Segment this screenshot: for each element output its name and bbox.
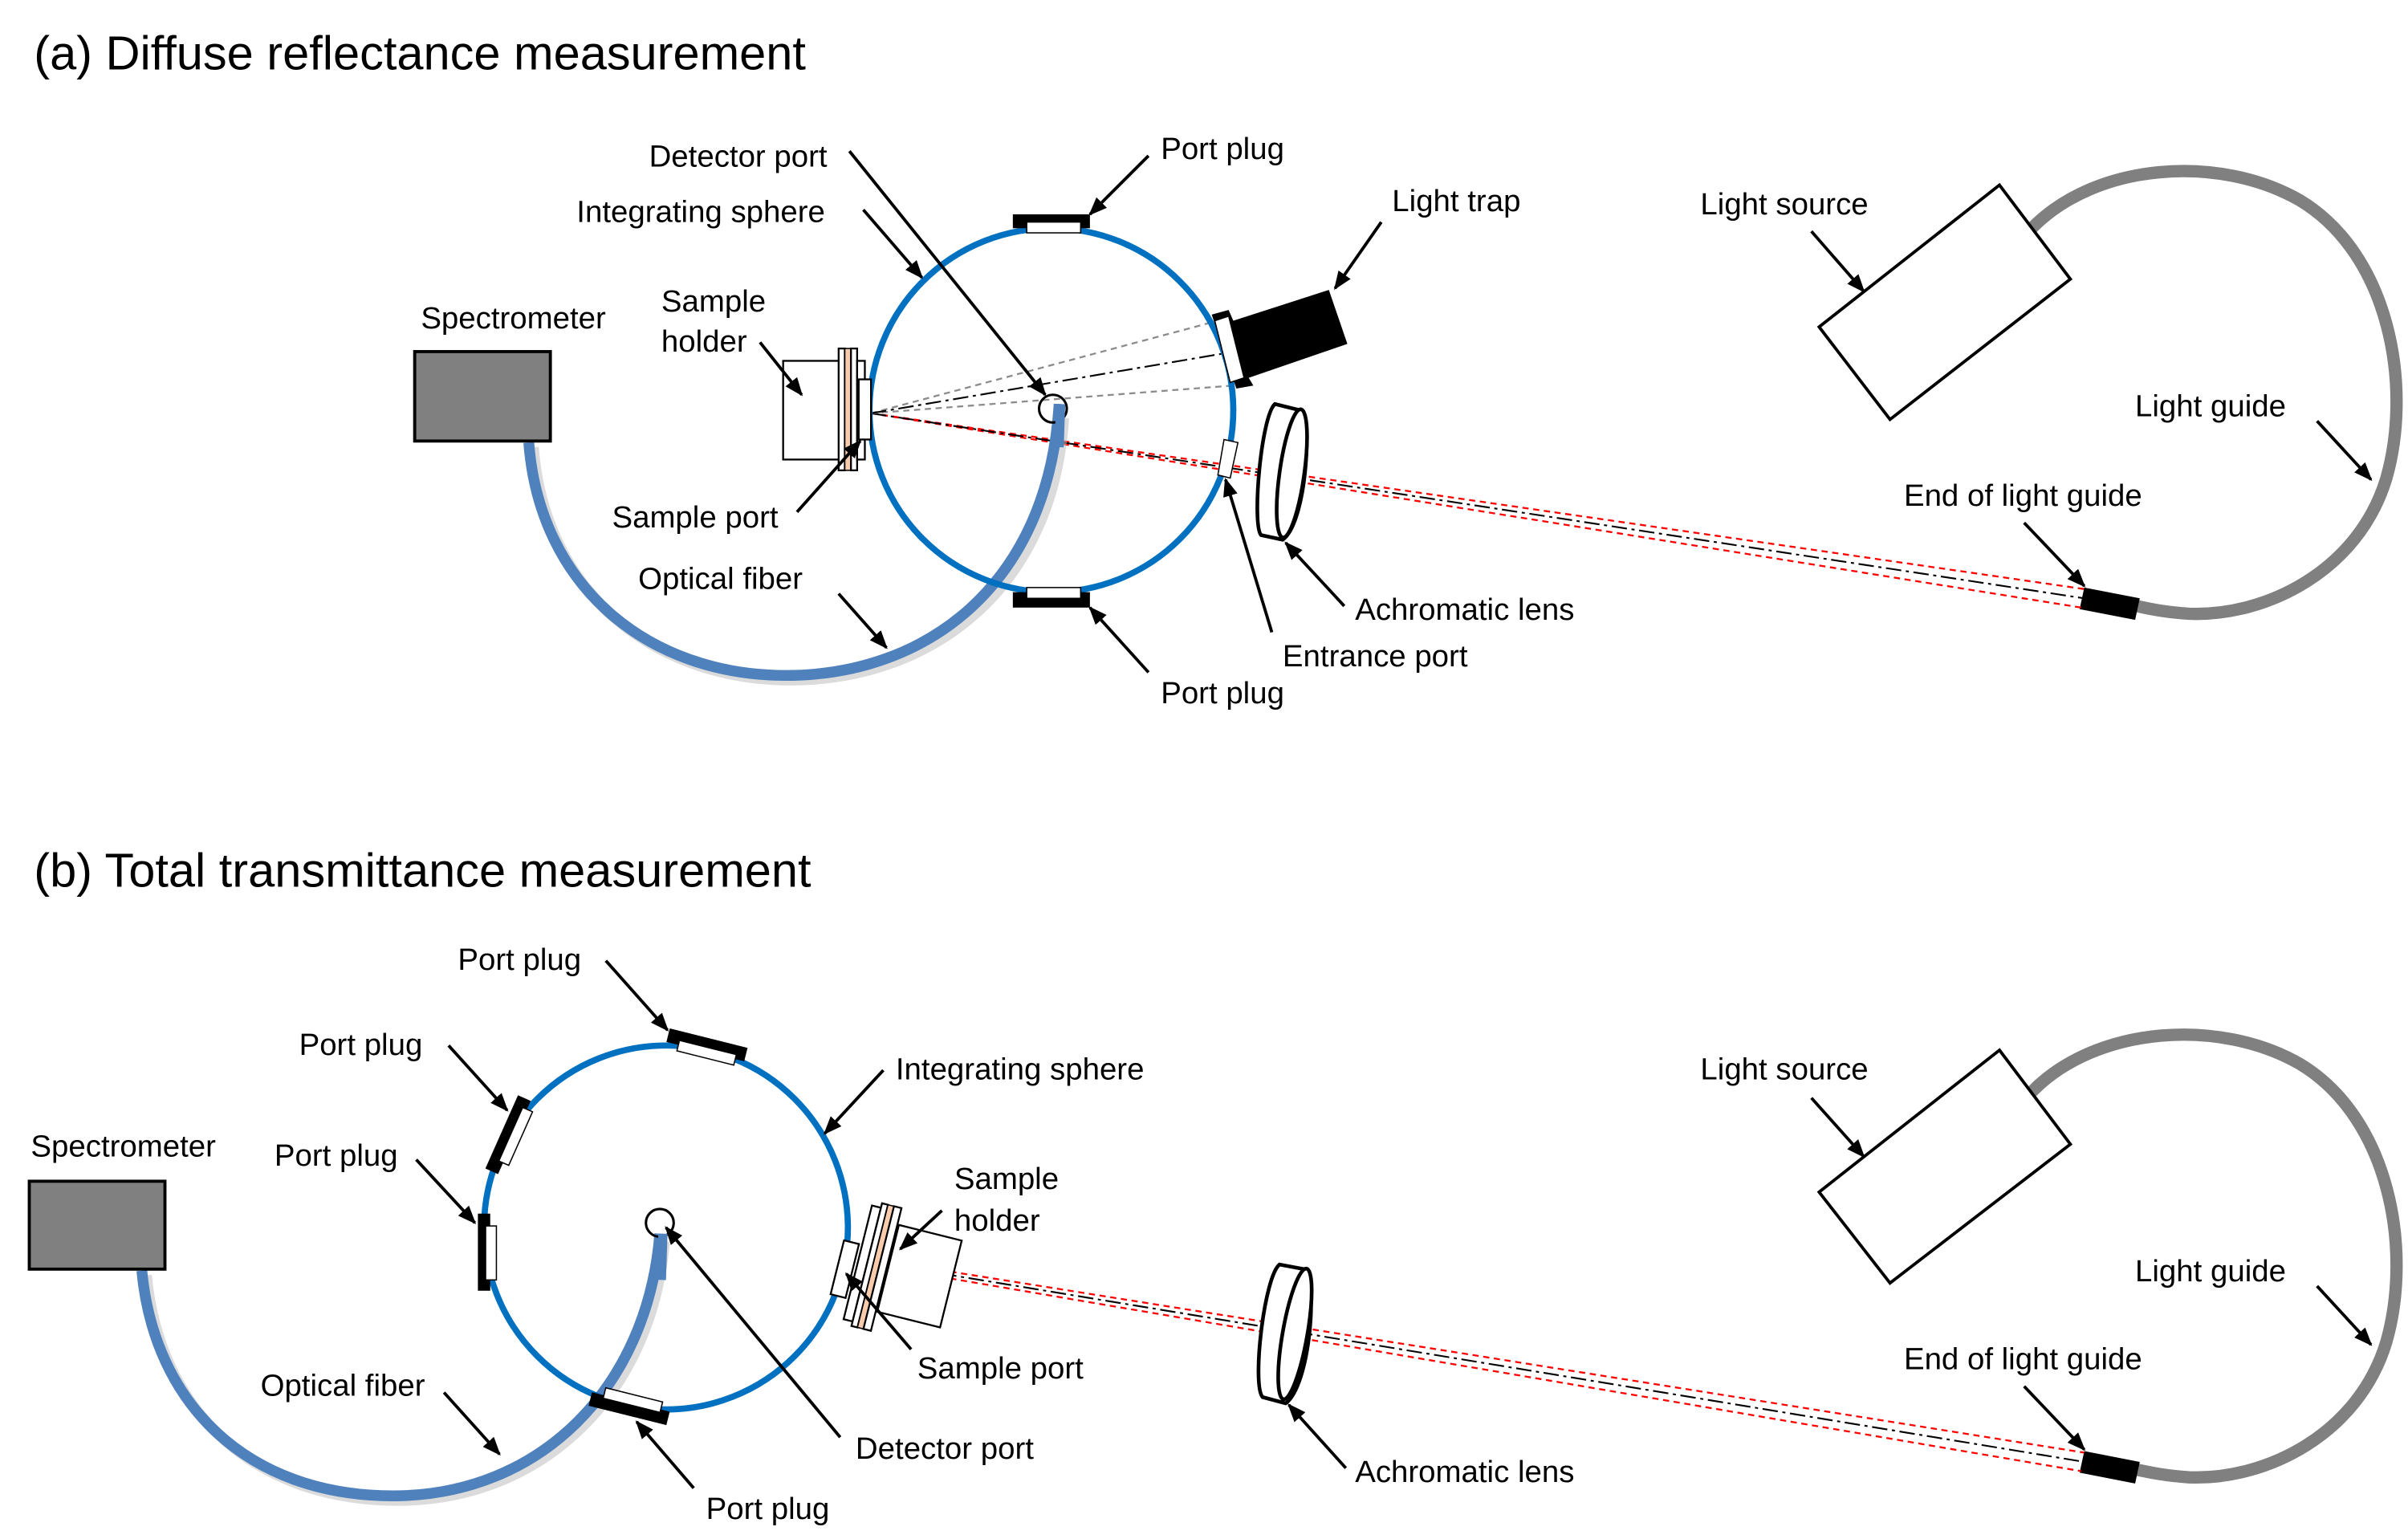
port-plug-top (1012, 214, 1090, 234)
spectrometer (27, 1179, 167, 1271)
end-of-light-guide (2079, 587, 2140, 621)
spectrometer (413, 350, 552, 443)
integrating-sphere (866, 225, 1237, 596)
label-sample-port: Sample port (917, 1351, 1084, 1386)
label-port-plug-bottom: Port plug (1161, 676, 1284, 710)
port-plug-top (666, 1028, 748, 1066)
sample-holder (782, 347, 866, 472)
port-plug-upper-left (485, 1095, 534, 1175)
sample-holder (842, 1202, 963, 1333)
port-plug-bottom (1012, 587, 1090, 608)
label-optical-fiber: Optical fiber (261, 1368, 425, 1403)
label-detector-port: Detector port (856, 1431, 1034, 1466)
label-light-guide: Light guide (2135, 1254, 2286, 1289)
label-integrating-sphere: Integrating sphere (896, 1052, 1145, 1087)
detector-port (1037, 393, 1068, 424)
incident-beam (886, 1260, 2085, 1472)
label-end-of-light-guide: End of light guide (1904, 478, 2142, 513)
panel-a-title: (a) Diffuse reflectance measurement (34, 26, 806, 79)
light-trap (1211, 290, 1348, 389)
panel-a: (a) Diffuse reflectance measurement (34, 26, 2403, 710)
port-plug-bottom (588, 1386, 670, 1426)
label-sample-port: Sample port (612, 500, 778, 535)
label-achromatic-lens: Achromatic lens (1355, 1455, 1574, 1489)
label-light-source: Light source (1700, 187, 1868, 222)
label-light-source: Light source (1700, 1052, 1868, 1087)
optical-fiber (523, 403, 1065, 682)
label-sample-holder-2: holder (954, 1203, 1040, 1238)
label-detector-port: Detector port (649, 139, 828, 173)
end-of-light-guide (2079, 1451, 2140, 1484)
panel-b-title: (b) Total transmittance measurement (34, 843, 811, 897)
label-integrating-sphere: Integrating sphere (576, 195, 825, 230)
label-port-plug-bottom: Port plug (706, 1492, 830, 1526)
achromatic-lens (1255, 401, 1309, 542)
label-light-trap: Light trap (1392, 184, 1520, 218)
label-port-plug-left: Port plug (275, 1138, 398, 1173)
reflected-rays (870, 320, 1234, 414)
label-spectrometer: Spectrometer (31, 1130, 216, 1164)
optical-fiber (136, 1233, 665, 1501)
label-light-guide: Light guide (2135, 389, 2286, 424)
label-achromatic-lens: Achromatic lens (1355, 592, 1574, 627)
label-end-of-light-guide: End of light guide (1904, 1342, 2142, 1377)
label-entrance-port: Entrance port (1283, 639, 1468, 674)
panel-b: (b) Total transmittance measurement (27, 843, 2403, 1526)
sample-port (829, 1239, 860, 1300)
port-plug-left (478, 1213, 498, 1291)
achromatic-lens (1256, 1262, 1314, 1406)
label-spectrometer: Spectrometer (421, 301, 606, 336)
label-sample-holder-2: holder (661, 324, 747, 359)
label-port-plug-top: Port plug (1161, 132, 1284, 166)
label-port-plug-upper-left: Port plug (299, 1028, 423, 1062)
light-source (1816, 182, 2073, 422)
light-guide (2027, 1028, 2403, 1484)
label-sample-holder-1: Sample (661, 284, 766, 319)
label-optical-fiber: Optical fiber (638, 562, 803, 596)
label-port-plug-top: Port plug (458, 943, 581, 977)
light-source (1816, 1048, 2073, 1285)
light-guide (2027, 165, 2403, 621)
incident-beam (870, 412, 2085, 609)
label-sample-holder-1: Sample (954, 1162, 1059, 1196)
sample-port (857, 378, 872, 441)
